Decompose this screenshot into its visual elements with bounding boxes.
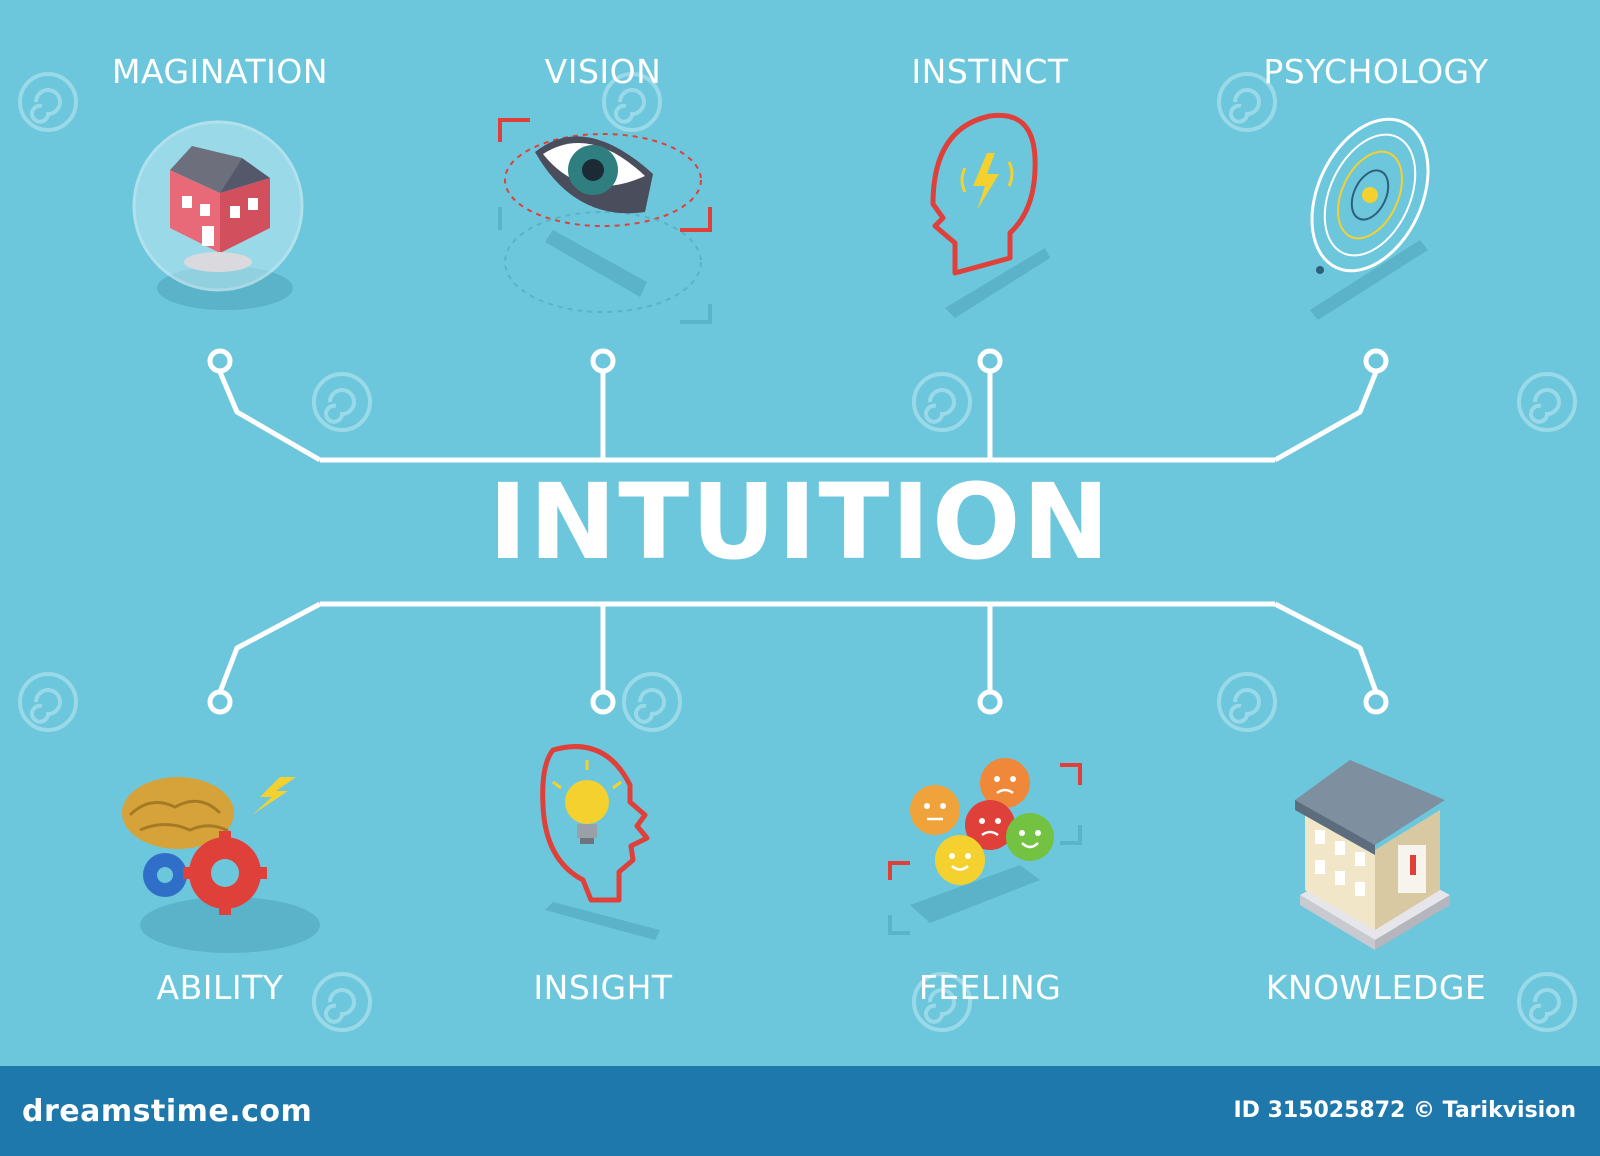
- watermark-swirl-icon: [18, 672, 78, 732]
- watermark-swirl-icon: [18, 72, 78, 132]
- node-label-psychology: PSYCHOLOGY: [1263, 52, 1489, 91]
- watermark-swirl-icon: [1517, 372, 1577, 432]
- node-dot: [1363, 689, 1389, 715]
- watermark-swirl-icon: [912, 972, 972, 1032]
- watermark-swirl-icon: [602, 72, 662, 132]
- footer-site-name[interactable]: dreamstime.com: [22, 1094, 313, 1129]
- head-with-lightning-icon: [930, 112, 1050, 318]
- node-label-vision: VISION: [544, 52, 662, 91]
- brain-with-gears-icon: [122, 777, 320, 953]
- watermark-swirl-icon: [1217, 72, 1277, 132]
- node-label-instinct: INSTINCT: [911, 52, 1069, 91]
- node-dot: [590, 348, 616, 374]
- connector-psychology: [1273, 371, 1379, 463]
- diagram-title: INTUITION: [488, 461, 1112, 583]
- watermark-swirl-icon: [312, 372, 372, 432]
- node-dot: [207, 348, 233, 374]
- footer-bar: dreamstime.com ID 315025872 © Tarikvisio…: [0, 1066, 1600, 1156]
- connector-magination: [217, 371, 322, 463]
- node-label-feeling: FEELING: [918, 968, 1062, 1007]
- node-label-insight: INSIGHT: [533, 968, 673, 1007]
- node-label-ability: ABILITY: [156, 968, 284, 1007]
- node-dot: [1363, 348, 1389, 374]
- head-with-lightbulb-icon: [540, 744, 660, 940]
- watermark-swirl-icon: [312, 972, 372, 1032]
- connector-knowledge: [1273, 601, 1379, 693]
- watermark-swirl-icon: [1217, 672, 1277, 732]
- watermark-swirl-icon: [912, 372, 972, 432]
- node-dot: [977, 348, 1003, 374]
- emoji-faces-icon: [888, 758, 1082, 935]
- library-building-icon: [1295, 760, 1450, 950]
- node-label-magination: MAGINATION: [111, 52, 329, 91]
- connector-ability: [217, 601, 322, 693]
- watermark-swirl-icon: [622, 672, 682, 732]
- node-dot: [207, 689, 233, 715]
- node-label-knowledge: KNOWLEDGE: [1265, 968, 1487, 1007]
- footer-credit: ID 315025872 © Tarikvision: [1233, 1098, 1576, 1123]
- house-in-crystal-ball-icon: [132, 120, 304, 310]
- node-dot: [977, 689, 1003, 715]
- node-dot: [590, 689, 616, 715]
- watermark-swirl-icon: [1517, 972, 1577, 1032]
- orbit-spiral-icon: [1310, 117, 1430, 320]
- eye-icon: [498, 118, 712, 324]
